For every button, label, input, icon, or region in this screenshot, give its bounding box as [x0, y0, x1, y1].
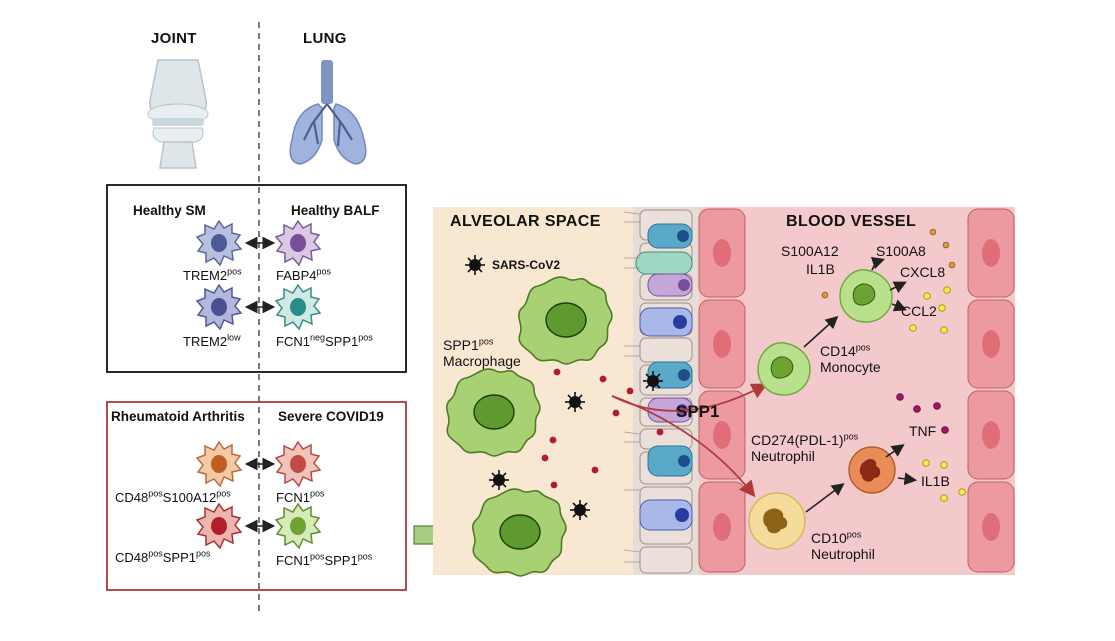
trem2low-cell	[196, 284, 242, 330]
fabp4pos-label: FABP4pos	[276, 266, 331, 283]
spp1-particles	[541, 368, 664, 489]
alveolar-space-title: ALVEOLAR SPACE	[450, 213, 601, 230]
fcn1neg-spp1pos-cell	[275, 284, 321, 330]
cd10pos-neutrophil	[748, 492, 806, 550]
il1b-bottom-label: IL1B	[921, 473, 950, 489]
monocyte-label: CD14pos Monocyte	[820, 342, 881, 375]
s100a8-label: S100A8	[876, 243, 926, 259]
macrophage-label: SPP1pos Macrophage	[443, 336, 521, 369]
healthy-box	[106, 184, 407, 373]
spp1-label: SPP1	[676, 402, 720, 421]
spp1pos-macrophage-middle	[445, 368, 541, 457]
lung-header: LUNG	[303, 30, 347, 47]
cytokine-dots	[821, 228, 966, 502]
trem2pos-label: TREM2pos	[183, 266, 242, 283]
fcn1pos-spp1pos-cell	[275, 503, 321, 549]
fcn1pos-label: FCN1pos	[276, 488, 325, 505]
lungs-icon	[289, 60, 367, 165]
cd48pos-spp1pos-label: CD48posSPP1pos	[115, 548, 211, 565]
healthy-sm-title: Healthy SM	[133, 203, 206, 218]
pdl1-neutrophil-label: CD274(PDL-1)pos Neutrophil	[751, 431, 859, 464]
epithelium-layer	[623, 207, 699, 575]
spp1-to-neutrophil-arrow	[611, 395, 756, 498]
cd48pos-spp1pos-cell	[196, 503, 242, 549]
disease-box	[106, 401, 407, 591]
cd14pos-monocyte-bottom	[757, 342, 811, 396]
virus-icon	[642, 370, 664, 392]
blood-vessel-title: BLOOD VESSEL	[786, 213, 917, 230]
fabp4pos-cell	[275, 220, 321, 266]
joint-header: JOINT	[151, 30, 197, 47]
healthy-balf-title: Healthy BALF	[291, 203, 380, 218]
ra-title: Rheumatoid Arthritis	[111, 409, 245, 424]
il1b-top-label: IL1B	[806, 261, 835, 277]
fcn1pos-cell	[275, 441, 321, 487]
double-arrows	[244, 236, 276, 533]
s100a12-label: S100A12	[781, 243, 839, 259]
knee-joint-icon	[147, 59, 209, 169]
cd10-neutrophil-label: CD10pos Neutrophil	[811, 529, 875, 562]
cd48pos-s100a12pos-label: CD48posS100A12pos	[115, 488, 231, 505]
ccl2-label: CCL2	[901, 303, 937, 319]
sars-cov2-label: SARS-CoV2	[492, 258, 561, 272]
spp1pos-macrophage-top	[517, 276, 613, 365]
virus-icon	[488, 469, 510, 491]
virus-icon	[569, 499, 591, 521]
virus-icon-legend	[464, 254, 486, 276]
fcn1pos-spp1pos-label: FCN1posSPP1pos	[276, 551, 373, 568]
trem2low-label: TREM2low	[183, 332, 241, 349]
cd14pos-monocyte-top	[839, 269, 893, 323]
cd48pos-s100a12pos-cell	[196, 441, 242, 487]
cd274pos-neutrophil	[848, 446, 896, 494]
tnf-label: TNF	[909, 423, 937, 439]
spp1pos-macrophage-bottom	[471, 488, 567, 577]
virus-icon	[564, 391, 586, 413]
cxcl8-label: CXCL8	[900, 264, 946, 280]
covid-title: Severe COVID19	[278, 409, 384, 424]
trem2pos-cell	[196, 220, 242, 266]
fcn1neg-spp1pos-label: FCN1negSPP1pos	[276, 332, 373, 349]
